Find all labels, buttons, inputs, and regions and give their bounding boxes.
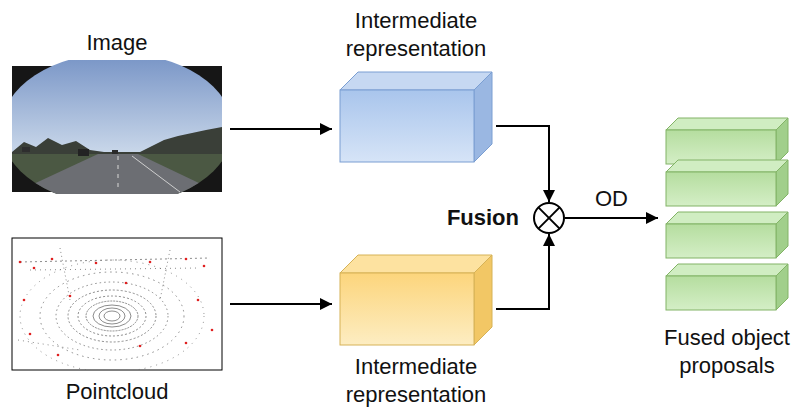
cross-stroke [538, 207, 559, 228]
pointcloud-panel: Pointcloud [12, 238, 222, 370]
shape-outline [340, 255, 492, 345]
flow-arrow [565, 217, 658, 219]
cube-front [340, 273, 474, 345]
cube-side [474, 255, 492, 345]
cube-top [340, 72, 492, 90]
shape-outline [340, 72, 492, 162]
cube-side [474, 72, 492, 162]
edge-label: OD [593, 186, 630, 212]
flow-arrow [230, 128, 332, 130]
slab-top [666, 264, 788, 276]
slab-front [666, 130, 776, 164]
node-label: Intermediate representation [326, 7, 506, 62]
shape-outline [666, 118, 788, 308]
flow-arrow [496, 234, 549, 309]
shape-outline [533, 202, 565, 234]
slab-front [666, 172, 776, 206]
fusion-operator: Fusion [533, 202, 565, 234]
cross-stroke [538, 207, 559, 228]
proposal-stack: Fused object proposals [666, 118, 788, 308]
slab-top [666, 212, 788, 224]
slab-front [666, 276, 776, 310]
lidar-pointcloud [12, 238, 222, 372]
node-label: Pointcloud [17, 378, 217, 406]
feature-block: Intermediate representation [340, 255, 492, 345]
slab-side [776, 264, 788, 310]
flow-arrow [496, 126, 549, 202]
feature-block: Intermediate representation [340, 72, 492, 162]
slab-front [666, 224, 776, 258]
node-label: Intermediate representation [326, 353, 506, 408]
flow-arrow [230, 303, 332, 305]
camera-photo [12, 60, 222, 194]
slab-top [666, 118, 788, 130]
operator-circle [534, 203, 564, 233]
slab-side [776, 118, 788, 164]
slab-side [776, 212, 788, 258]
slab-top [666, 160, 788, 172]
image-panel: Image [12, 66, 222, 192]
slab-side [776, 160, 788, 206]
cube-front [340, 90, 474, 162]
cube-top [340, 255, 492, 273]
node-label: Fusion [447, 204, 519, 232]
node-label: Fused object proposals [637, 324, 805, 379]
node-label: Image [17, 29, 217, 57]
